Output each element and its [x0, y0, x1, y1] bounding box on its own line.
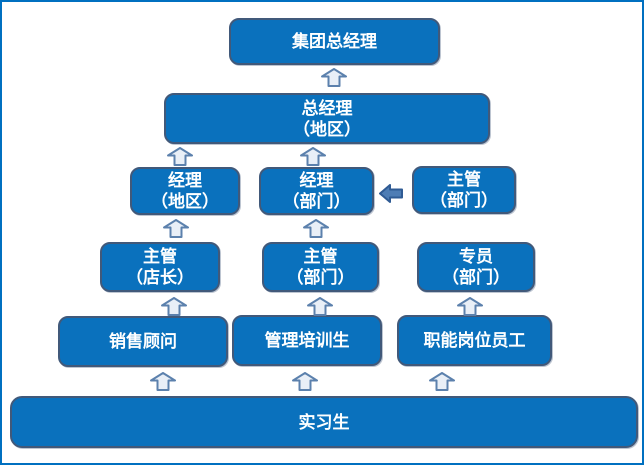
org-node-group-general-manager: 集团总经理 [229, 18, 440, 65]
up-arrow-icon [429, 372, 455, 391]
up-arrow-icon [321, 68, 347, 87]
node-sublabel: （地区） [151, 192, 219, 211]
node-sublabel: （店长） [126, 268, 194, 287]
org-node-supervisor-department-upper: 主管 （部门） [412, 166, 516, 214]
up-arrow-icon [161, 297, 187, 316]
node-label: 实习生 [298, 412, 350, 432]
node-sublabel: （部门） [442, 268, 510, 287]
org-node-sales-consultant: 销售顾问 [58, 316, 228, 367]
org-node-specialist-department: 专员 （部门） [417, 242, 535, 292]
up-arrow-icon [300, 147, 326, 166]
org-node-functional-staff: 职能岗位员工 [397, 315, 552, 366]
up-arrow-icon [150, 372, 176, 391]
node-label: 集团总经理 [292, 32, 377, 51]
node-label: 总经理 [301, 98, 353, 118]
up-arrow-icon [292, 372, 318, 391]
org-node-management-trainee: 管理培训生 [232, 315, 382, 366]
node-label: 职能岗位员工 [423, 331, 526, 350]
node-label: 销售顾问 [109, 332, 177, 351]
node-sublabel: （部门） [430, 191, 498, 210]
node-label: 经理 [168, 171, 202, 190]
org-node-general-manager-region: 总经理 （地区） [164, 93, 490, 144]
left-arrow-icon [379, 184, 403, 203]
node-label: 主管 [303, 247, 338, 266]
up-arrow-icon [167, 147, 193, 166]
up-arrow-icon [163, 219, 189, 238]
up-arrow-icon [307, 297, 333, 316]
node-sublabel: （部门） [286, 268, 355, 287]
node-sublabel: （地区） [293, 119, 361, 139]
node-label: 主管 [447, 170, 481, 189]
org-node-supervisor-department-lower: 主管 （部门） [262, 242, 379, 292]
node-label: 专员 [459, 247, 493, 266]
node-label: 主管 [143, 247, 177, 266]
org-node-supervisor-store-manager: 主管 （店长） [100, 242, 220, 292]
org-node-manager-region: 经理 （地区） [130, 167, 240, 215]
node-label: 经理 [299, 171, 334, 190]
up-arrow-icon [457, 297, 483, 316]
org-node-intern: 实习生 [10, 396, 638, 448]
org-node-manager-department: 经理 （部门） [259, 167, 374, 215]
up-arrow-icon [303, 219, 329, 238]
node-label: 管理培训生 [264, 331, 350, 350]
node-sublabel: （部门） [282, 192, 351, 211]
